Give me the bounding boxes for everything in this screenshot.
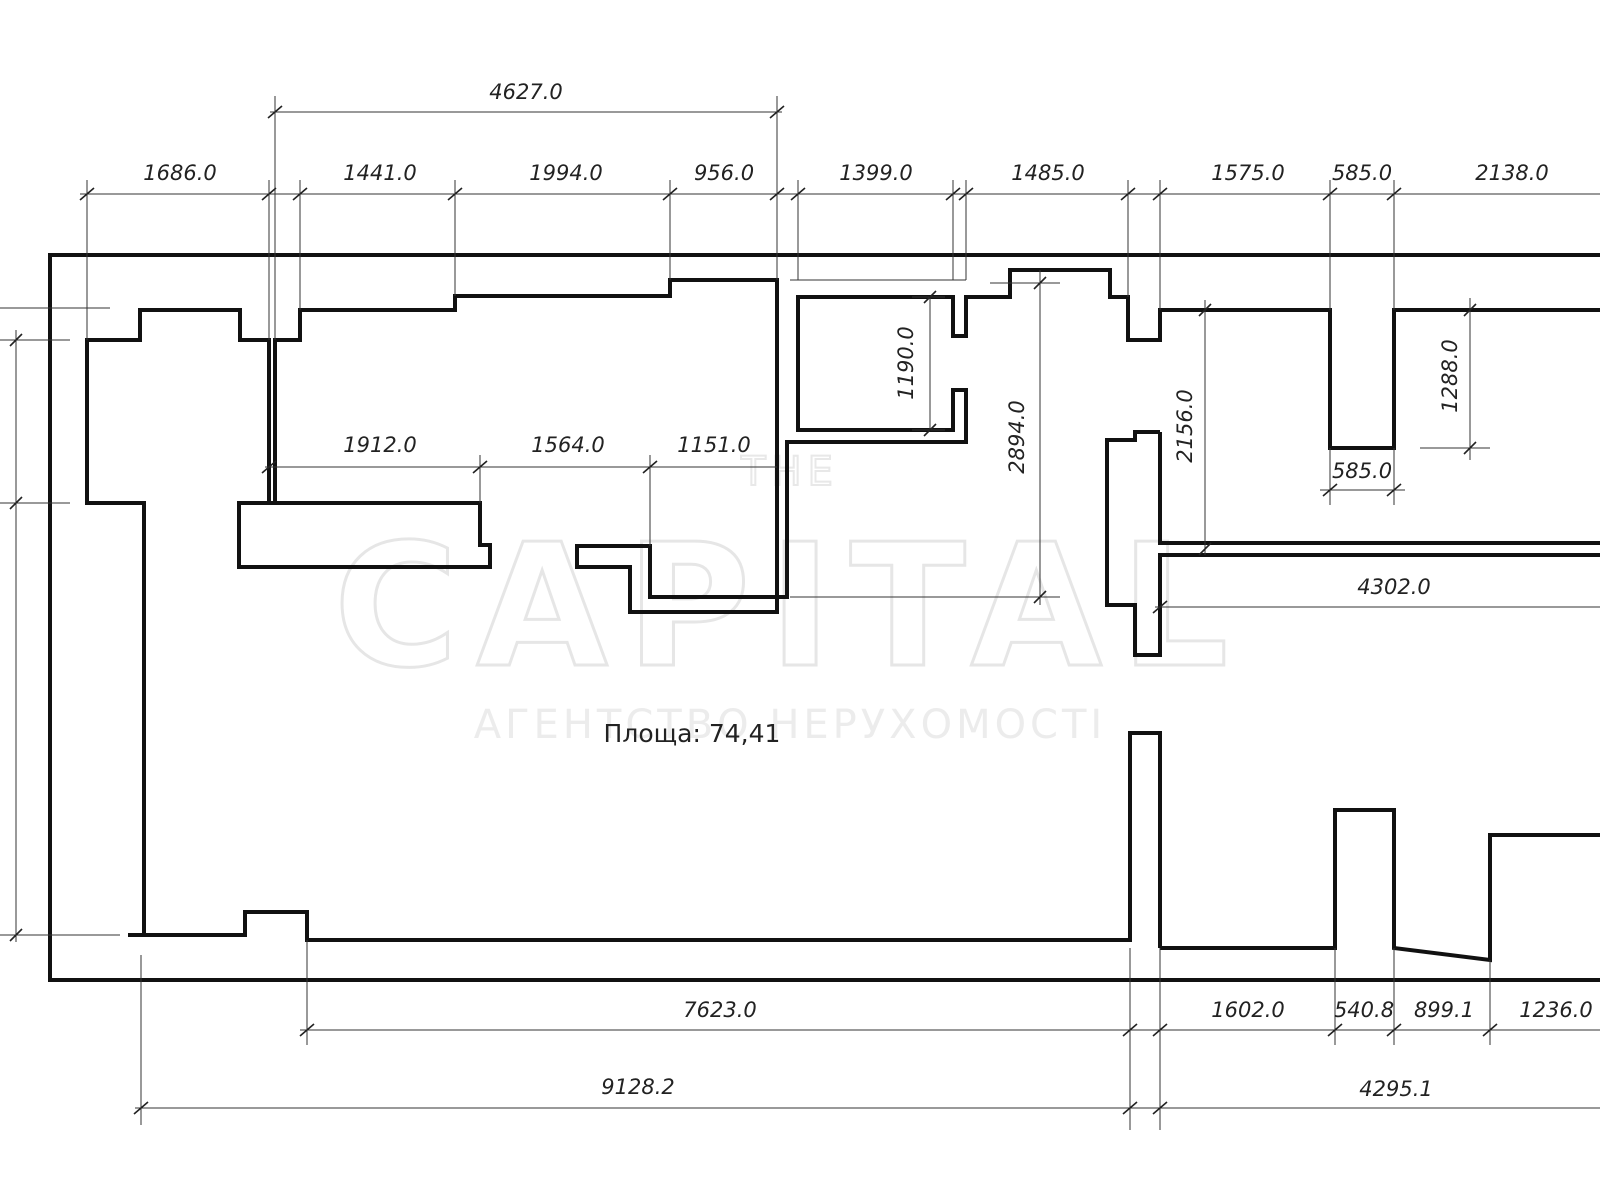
watermark: THE CAPITAL АГЕНТСТВО НЕРУХОМОСТІ [332, 448, 1230, 748]
dim-bot-1236: 1236.0 [1519, 998, 1592, 1022]
wall-left-bottom [144, 731, 1162, 948]
dim-top-1441: 1441.0 [343, 161, 416, 185]
dim-mid-4302: 4302.0 [1357, 575, 1430, 599]
dim-mid-1564: 1564.0 [531, 433, 604, 457]
dim-top-585: 585.0 [1332, 161, 1392, 185]
dim-v-2894: 2894.0 [1005, 400, 1029, 473]
dim-v-2156: 2156.0 [1173, 389, 1197, 462]
wall-center-partition [1105, 430, 1600, 657]
outer-frame [48, 253, 1600, 982]
dimension-lines [0, 96, 1600, 1130]
dim-bot-9128: 9128.2 [601, 1075, 674, 1099]
dim-top-1485: 1485.0 [1011, 161, 1084, 185]
dim-top-1399: 1399.0 [839, 161, 912, 185]
dim-mid-585: 585.0 [1332, 459, 1392, 483]
dim-top-overall: 4627.0 [489, 80, 562, 104]
dim-v-1288: 1288.0 [1438, 339, 1462, 412]
dim-mid-1912: 1912.0 [343, 433, 416, 457]
dim-top-2138: 2138.0 [1475, 161, 1548, 185]
wall-right-bottom [1160, 808, 1600, 963]
dim-top-1686: 1686.0 [143, 161, 216, 185]
dim-top-1994: 1994.0 [529, 161, 602, 185]
dim-bot-540: 540.8 [1334, 998, 1394, 1022]
dim-top-956: 956.0 [694, 161, 754, 185]
dim-bot-1602: 1602.0 [1211, 998, 1284, 1022]
dim-bot-899: 899.1 [1414, 998, 1474, 1022]
watermark-sub: АГЕНТСТВО НЕРУХОМОСТІ [474, 702, 1106, 748]
dim-bot-7623: 7623.0 [683, 998, 756, 1022]
dim-bot-4295: 4295.1 [1359, 1077, 1432, 1101]
wall-left-unit [85, 308, 492, 937]
wall-center-partition-top [1158, 432, 1600, 545]
area-label: Площа: 74,41 [604, 719, 781, 748]
dim-mid-1151: 1151.0 [677, 433, 750, 457]
wall-top-left [273, 268, 1600, 614]
dim-v-1190: 1190.0 [894, 326, 918, 399]
dimension-labels: 4627.0 1686.0 1441.0 1994.0 956.0 1399.0… [143, 80, 1592, 1101]
watermark-top: THE [740, 449, 839, 495]
dim-top-1575: 1575.0 [1211, 161, 1284, 185]
